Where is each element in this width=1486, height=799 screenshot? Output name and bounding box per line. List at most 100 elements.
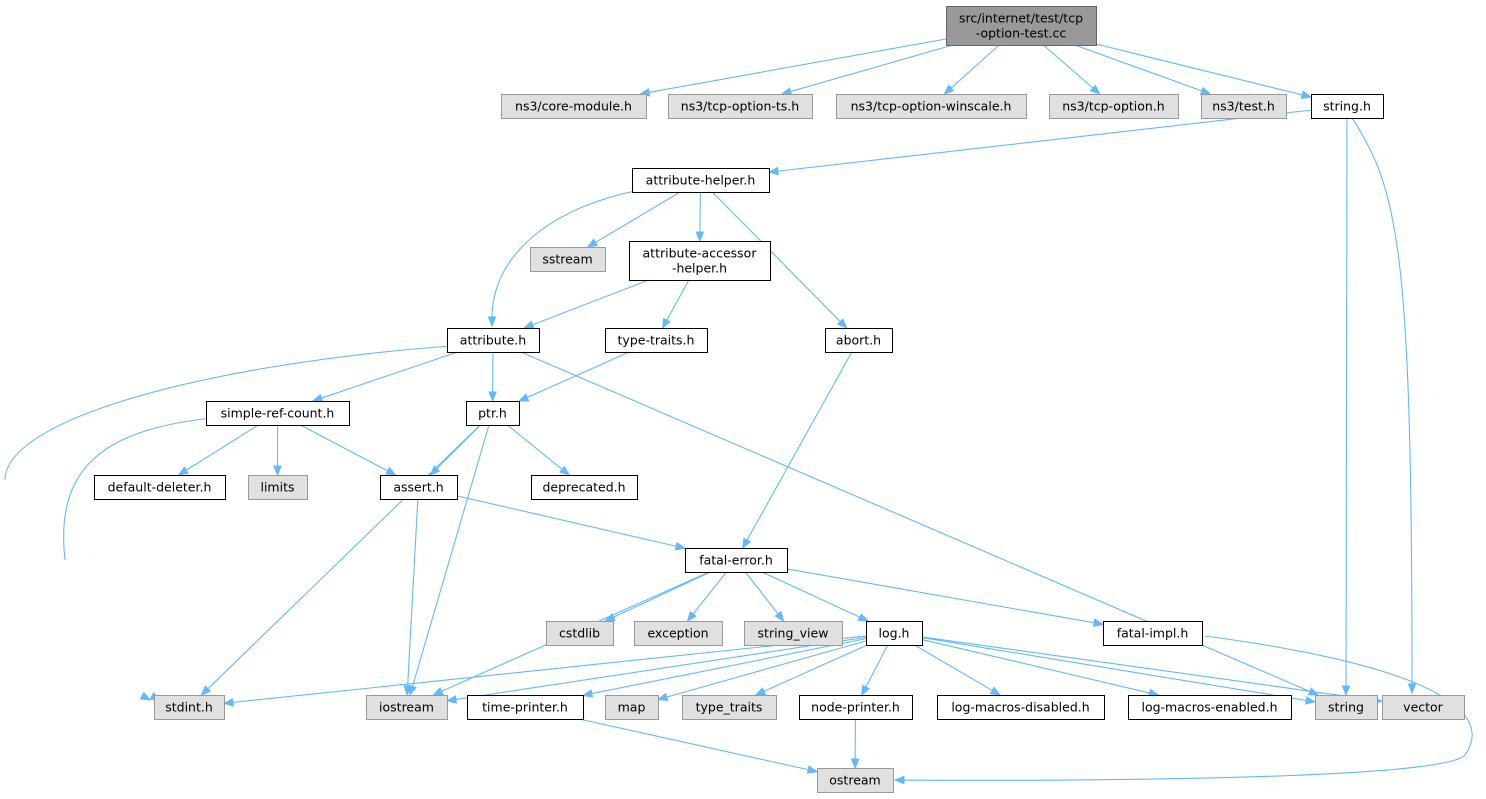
edge-time-printer-to-ostream-arrowhead xyxy=(806,765,819,774)
node-ostream[interactable]: ostream xyxy=(817,768,894,793)
node-label: ostream xyxy=(829,773,880,788)
node-box xyxy=(817,768,894,793)
edge-string-h-to-attribute-helper-arrowhead xyxy=(767,166,779,176)
node-ptr[interactable]: ptr.h xyxy=(466,401,520,426)
edge-root-to-tcp-option xyxy=(1043,44,1095,90)
node-box xyxy=(685,548,788,573)
node-test[interactable]: ns3/test.h xyxy=(1201,94,1287,119)
node-core-module[interactable]: ns3/core-module.h xyxy=(501,94,647,119)
node-root[interactable]: src/internet/test/tcp-option-test.cc xyxy=(946,6,1097,46)
edge-fatal-impl-to-ostream-arrowhead xyxy=(893,775,905,785)
node-tcp-option[interactable]: ns3/tcp-option.h xyxy=(1049,94,1179,119)
node-label: exception xyxy=(647,626,708,641)
node-label: attribute-helper.h xyxy=(646,173,756,188)
node-label: ns3/core-module.h xyxy=(515,99,632,114)
node-fatal-error[interactable]: fatal-error.h xyxy=(685,548,788,573)
node-label: ns3/tcp-option-ts.h xyxy=(681,99,799,114)
node-box xyxy=(366,695,448,720)
edge-log-to-map xyxy=(665,640,867,698)
node-label: time-printer.h xyxy=(482,700,568,715)
edge-ptr-to-stdint-arrowhead xyxy=(200,685,212,696)
node-box xyxy=(546,621,614,646)
node-box xyxy=(531,475,638,500)
node-exception[interactable]: exception xyxy=(634,621,723,646)
node-box xyxy=(937,695,1105,720)
edge-simple-ref-count-to-assert-arrowhead xyxy=(385,466,397,476)
node-simple-ref-count[interactable]: simple-ref-count.h xyxy=(206,401,350,426)
edge-abort-to-fatal-error-arrowhead xyxy=(742,537,752,550)
node-cstdlib[interactable]: cstdlib xyxy=(546,621,614,646)
edge-fatal-error-to-exception xyxy=(692,571,727,616)
node-fatal-impl[interactable]: fatal-impl.h xyxy=(1103,621,1203,646)
node-label: map xyxy=(618,700,646,715)
edge-string-h-to-vector-arrowhead xyxy=(1407,683,1417,695)
node-string-h[interactable]: string.h xyxy=(1311,94,1384,119)
node-stdint[interactable]: stdint.h xyxy=(154,695,225,720)
edge-fatal-error-to-fatal-impl-arrowhead xyxy=(1092,618,1105,627)
edge-assert-to-fatal-error-arrowhead xyxy=(674,541,687,551)
edge-attribute-accessor-helper-to-attribute xyxy=(531,279,650,326)
node-box xyxy=(668,94,813,119)
node-limits[interactable]: limits xyxy=(248,475,308,500)
node-label: ns3/tcp-option.h xyxy=(1062,99,1164,114)
node-attribute[interactable]: attribute.h xyxy=(447,328,540,353)
node-assert[interactable]: assert.h xyxy=(380,475,458,500)
edge-assert-to-iostream-arrowhead xyxy=(403,685,413,697)
node-sstream[interactable]: sstream xyxy=(530,247,606,272)
edge-attribute-helper-to-abort xyxy=(711,191,842,323)
node-box xyxy=(605,695,659,720)
node-tcp-option-ts[interactable]: ns3/tcp-option-ts.h xyxy=(668,94,813,119)
edge-abort-to-fatal-error xyxy=(746,351,853,542)
node-map[interactable]: map xyxy=(605,695,659,720)
node-box xyxy=(836,94,1027,119)
edge-log-to-stdint xyxy=(231,635,867,704)
node-box xyxy=(447,328,540,353)
node-default-deleter[interactable]: default-deleter.h xyxy=(94,475,226,500)
node-vector[interactable]: vector xyxy=(1382,695,1465,720)
edge-log-to-string-arrowhead xyxy=(1304,696,1317,705)
edge-ptr-to-assert-arrowhead xyxy=(429,465,441,476)
edge-node-printer-to-ostream-arrowhead xyxy=(850,758,860,770)
node-box xyxy=(248,475,308,500)
node-deprecated[interactable]: deprecated.h xyxy=(531,475,638,500)
node-box xyxy=(946,6,1097,46)
node-label: log.h xyxy=(879,626,910,641)
edge-fatal-error-to-exception-arrowhead xyxy=(686,610,697,623)
edge-root-to-tcp-option-winscale-arrowhead xyxy=(943,84,955,95)
node-attribute-accessor-helper[interactable]: attribute-accessor-helper.h xyxy=(629,241,771,281)
node-box xyxy=(825,328,893,353)
node-type-traits[interactable]: type_traits xyxy=(682,695,777,720)
node-string-view[interactable]: string_view xyxy=(744,621,843,646)
node-box xyxy=(380,475,458,500)
node-box xyxy=(466,401,520,426)
edge-fatal-error-to-iostream-arrowhead xyxy=(432,687,444,696)
edge-assert-to-fatal-error xyxy=(456,495,678,548)
edge-attribute-helper-to-abort-arrowhead xyxy=(836,318,848,329)
node-label: src/internet/test/tcp xyxy=(959,11,1083,26)
node-node-printer[interactable]: node-printer.h xyxy=(799,695,913,720)
edge-simple-ref-count-to-default-deleter xyxy=(185,424,259,472)
node-label: string.h xyxy=(1323,99,1371,114)
node-box xyxy=(154,695,225,720)
node-attribute-helper[interactable]: attribute-helper.h xyxy=(632,168,770,193)
edge-log-to-map-arrowhead xyxy=(656,692,669,702)
edge-root-to-tcp-option-arrowhead xyxy=(1089,84,1101,95)
node-type-traits-h[interactable]: type-traits.h xyxy=(605,328,708,353)
node-log-macros-enabled[interactable]: log-macros-enabled.h xyxy=(1128,695,1292,720)
node-tcp-option-winscale[interactable]: ns3/tcp-option-winscale.h xyxy=(836,94,1027,119)
edge-attribute-helper-to-sstream-arrowhead xyxy=(586,238,599,248)
edge-ptr-to-deprecated xyxy=(506,424,564,471)
edge-root-to-test xyxy=(1074,44,1203,92)
edge-log-to-node-printer-arrowhead xyxy=(861,684,870,697)
edge-fatal-error-to-string-view xyxy=(744,571,780,616)
node-string[interactable]: string xyxy=(1315,695,1378,720)
node-log[interactable]: log.h xyxy=(866,621,923,646)
node-time-printer[interactable]: time-printer.h xyxy=(467,695,584,720)
edge-attribute-accessor-helper-to-attribute-arrowhead xyxy=(522,320,535,329)
node-log-macros-disabled[interactable]: log-macros-disabled.h xyxy=(937,695,1105,720)
node-box xyxy=(799,695,913,720)
node-abort[interactable]: abort.h xyxy=(825,328,893,353)
edge-log-to-log-macros-disabled-arrowhead xyxy=(989,686,1002,696)
edge-fatal-error-to-log xyxy=(761,571,861,619)
node-iostream[interactable]: iostream xyxy=(366,695,448,720)
